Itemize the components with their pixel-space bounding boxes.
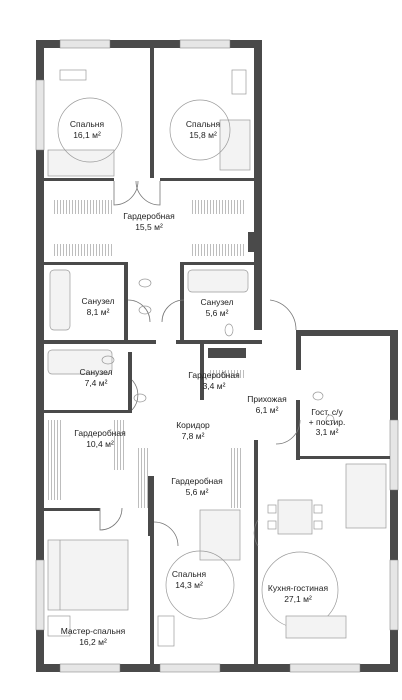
room-name: Коридор [176, 420, 210, 430]
room-name: Прихожая [247, 394, 287, 404]
room-area: 6,1 м² [255, 405, 279, 415]
room-name: Мастер-спальня [60, 626, 126, 636]
room-name: Спальня [69, 119, 105, 129]
rug-3 [165, 550, 235, 620]
master-bed [47, 539, 129, 611]
room-bedroom-1: Спальня 16,1 м² [70, 119, 104, 141]
room-corridor: Коридор 7,8 м² [176, 420, 210, 442]
room-area: 3,1 м² [315, 427, 339, 437]
room-name: Гардеробная [74, 428, 126, 438]
room-area: 15,8 м² [189, 130, 217, 140]
room-name: Гардеробная [188, 370, 240, 380]
desk-3 [157, 615, 175, 647]
room-wardrobe-3: Гардеробная 10,4 м² [74, 428, 125, 450]
room-area: 5,6 м² [205, 308, 229, 318]
room-bedroom-3: Спальня 14,3 м² [172, 569, 206, 591]
bed-2 [219, 119, 251, 171]
desk-2 [231, 69, 247, 95]
room-master-bedroom: Мастер-спальня 16,2 м² [61, 626, 126, 648]
bathtub-2 [187, 269, 249, 293]
room-area: 7,4 м² [84, 378, 108, 388]
room-bathroom-1: Санузел 8,1 м² [81, 296, 114, 318]
room-name: Гардеробная [171, 476, 223, 486]
room-area: 16,1 м² [73, 130, 101, 140]
room-area: 10,4 м² [86, 439, 114, 449]
room-wardrobe-2: Гардеробная 3,4 м² [188, 370, 239, 392]
room-area: 16,2 м² [79, 637, 107, 647]
room-name: Спальня [185, 119, 221, 129]
desk-1 [59, 69, 87, 81]
room-area: 27,1 м² [284, 594, 312, 604]
bed-1 [47, 149, 115, 177]
room-name: Гост. с/у + постир. [308, 407, 346, 427]
room-wardrobe-1: Гардеробная 15,5 м² [123, 211, 174, 233]
outer-walls [35, 39, 399, 673]
room-guest-wc: Гост. с/у + постир. 3,1 м² [309, 397, 346, 447]
room-bathroom-2: Санузел 5,6 м² [200, 297, 233, 319]
room-bedroom-2: Спальня 15,8 м² [186, 119, 220, 141]
room-kitchen-living: Кухня-гостиная 27,1 м² [268, 583, 328, 605]
room-area: 3,4 м² [202, 381, 226, 391]
room-name: Гардеробная [123, 211, 175, 221]
furniture [47, 69, 387, 647]
room-name: Санузел [79, 367, 113, 377]
nightstand [47, 615, 71, 637]
room-name: Санузел [81, 296, 115, 306]
room-name: Спальня [171, 569, 207, 579]
rug-2 [169, 99, 231, 161]
room-area: 7,8 м² [181, 431, 205, 441]
room-name: Кухня-гостиная [267, 583, 329, 593]
dining-table [277, 499, 313, 535]
wardrobe-shelves [48, 200, 246, 508]
room-hallway: Прихожая 6,1 м² [247, 394, 286, 416]
room-name: Санузел [200, 297, 234, 307]
rug-1 [57, 97, 123, 163]
bathtub-1 [49, 269, 71, 331]
room-area: 14,3 м² [175, 580, 203, 590]
kitchen-counter [345, 463, 387, 529]
sofa [285, 615, 347, 639]
doors [99, 180, 301, 547]
bed-3 [199, 509, 241, 561]
room-bathroom-3: Санузел 7,4 м² [79, 367, 112, 389]
room-area: 5,6 м² [185, 487, 209, 497]
room-wardrobe-4: Гардеробная 5,6 м² [171, 476, 222, 498]
room-area: 8,1 м² [86, 307, 110, 317]
bathtub-3 [47, 349, 113, 375]
room-area: 15,5 м² [135, 222, 163, 232]
